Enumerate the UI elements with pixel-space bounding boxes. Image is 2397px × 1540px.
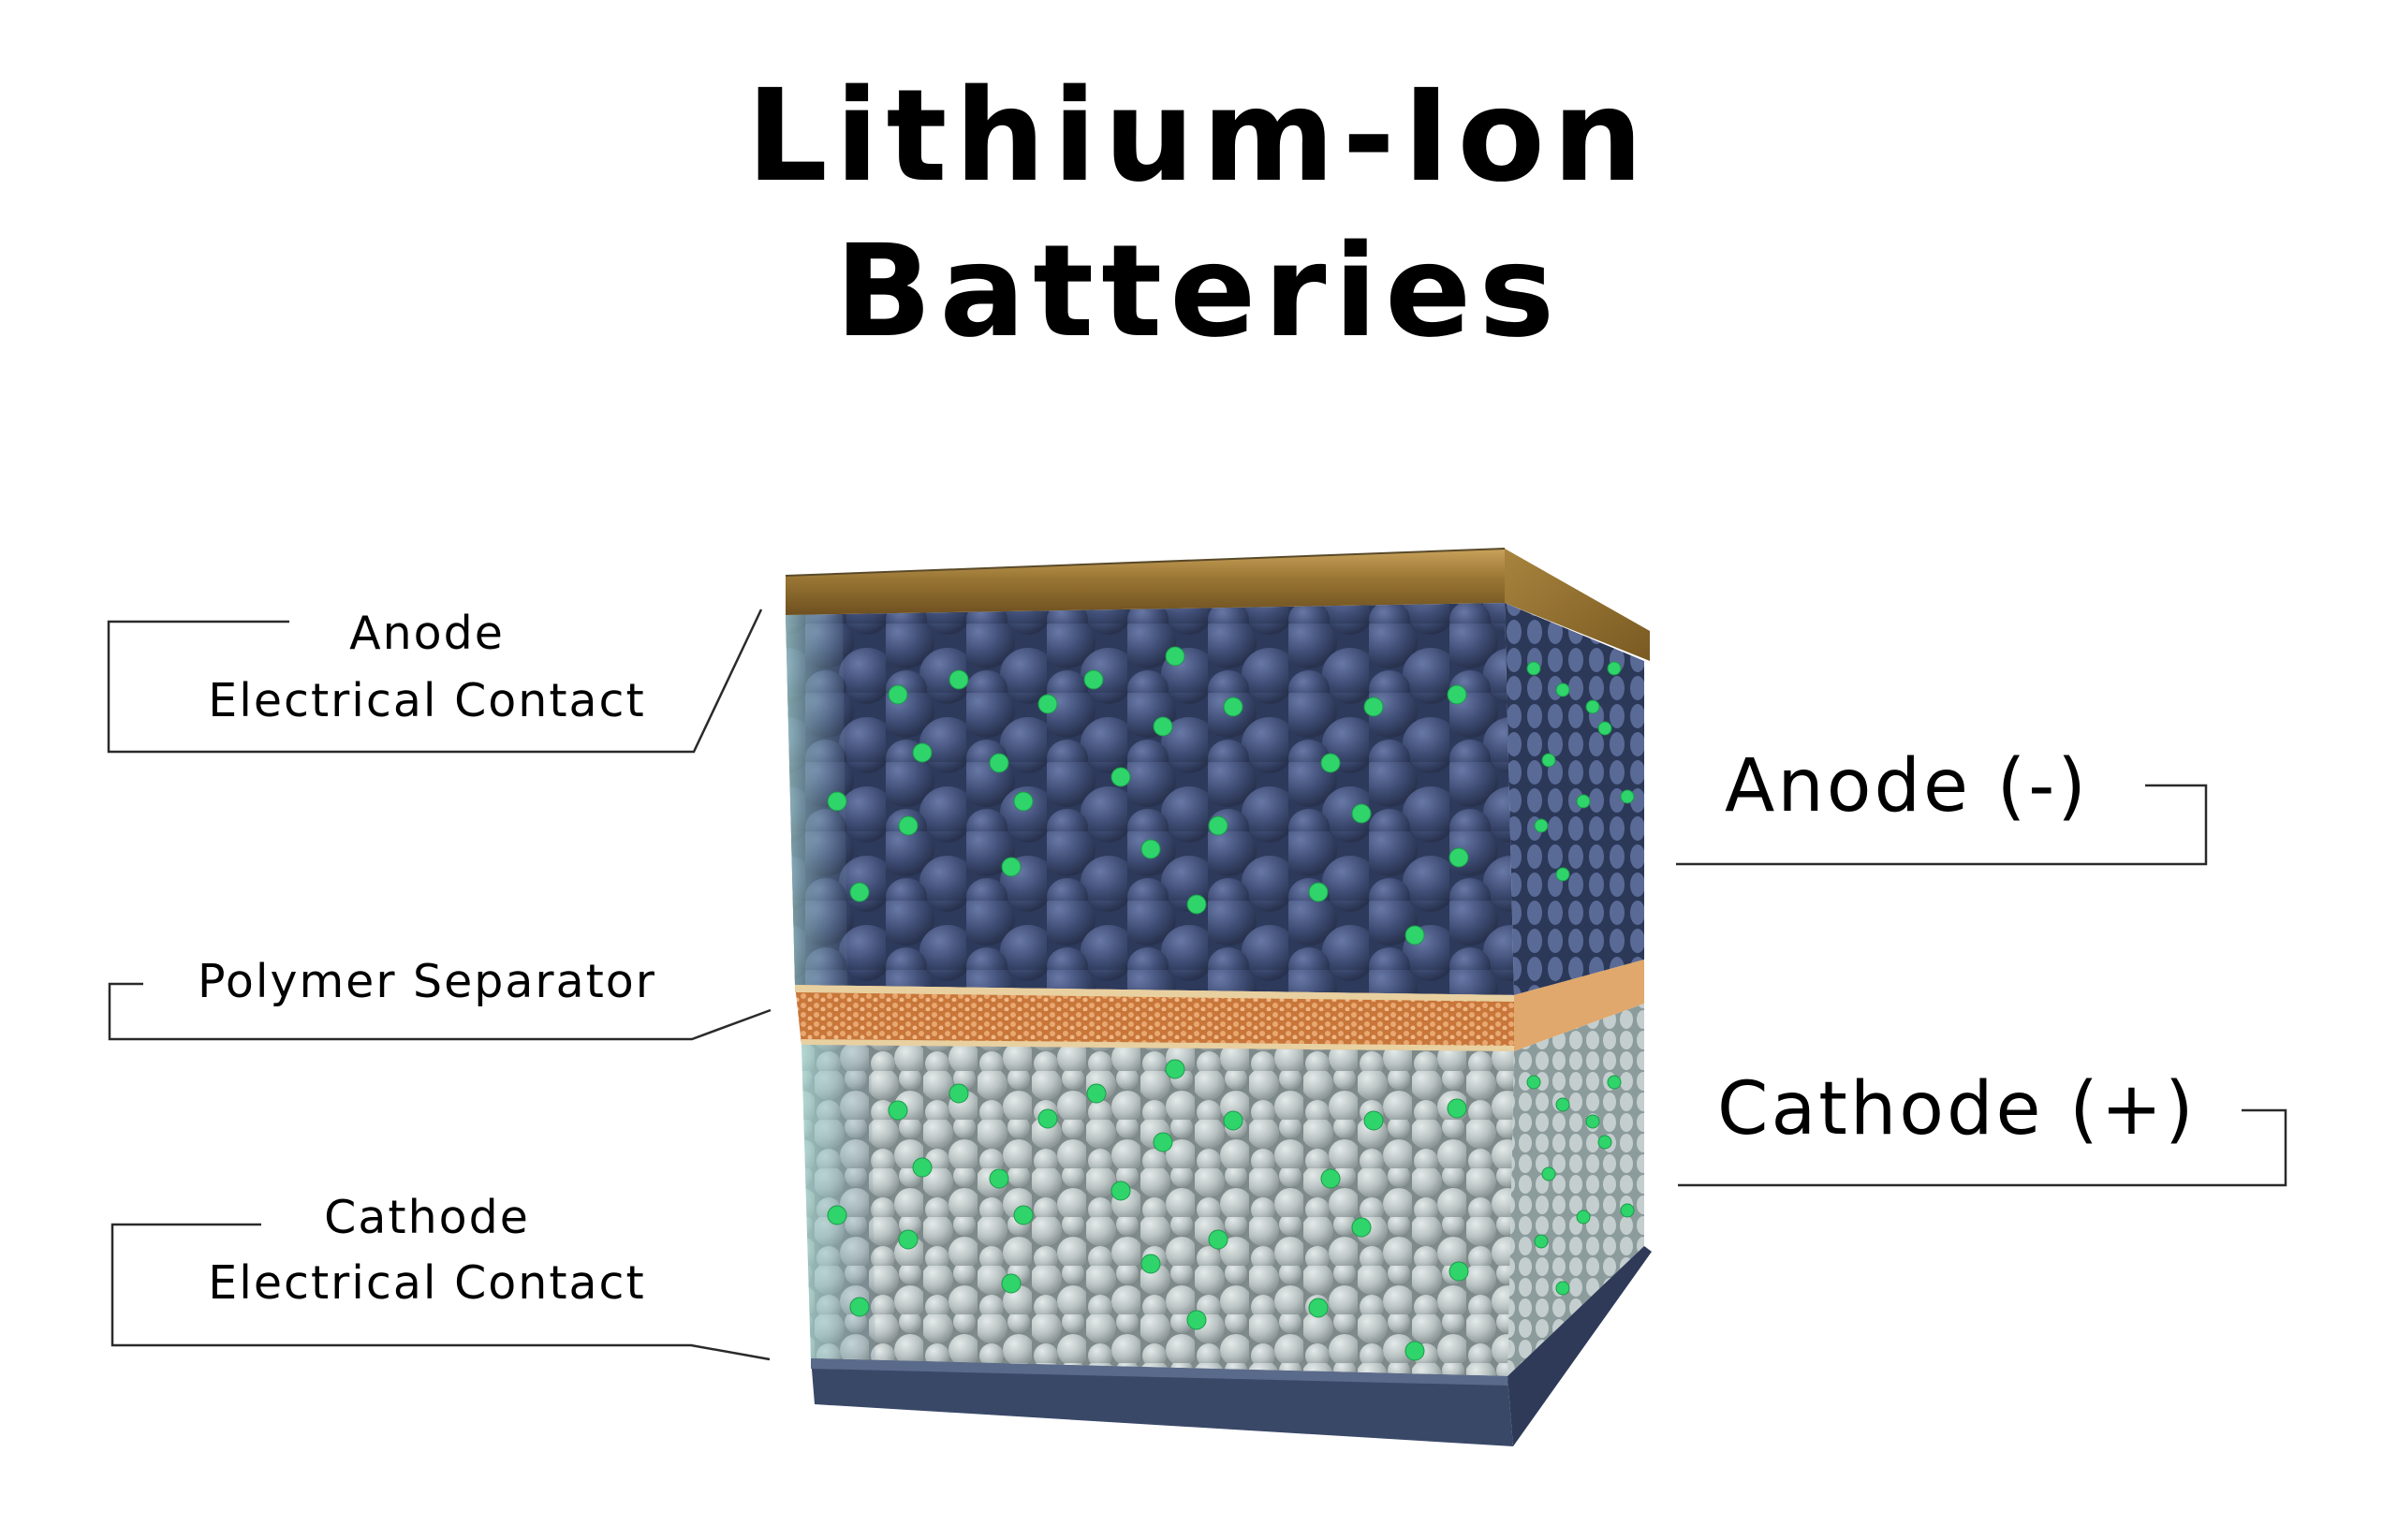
lithium-ion-dot (1448, 1261, 1469, 1282)
cathode-contact-label-line2: Electrical Contact (208, 1256, 646, 1310)
cathode-leader (1678, 1108, 2287, 1187)
separator-side-face (1514, 960, 1644, 1051)
cathode-front-face (801, 1045, 1514, 1376)
lithium-ions (827, 646, 1635, 1361)
lithium-ion-dot (1037, 1108, 1058, 1129)
lithium-ion-dot (1555, 1097, 1570, 1112)
lithium-ion-dot (1351, 1217, 1372, 1238)
lithium-ion-dot (1186, 1310, 1207, 1330)
lithium-ion-dot (1404, 1341, 1425, 1361)
lithium-ion-dot (1620, 789, 1635, 804)
lithium-ion-dot (1404, 925, 1425, 946)
lithium-ion-dot (1620, 1203, 1635, 1218)
lithium-ion-dot (1585, 1114, 1600, 1129)
anode-side-face (1505, 603, 1644, 995)
lithium-ion-dot (888, 684, 908, 705)
cathode-contact-leader (110, 1223, 771, 1361)
lithium-ion-dot (1140, 839, 1161, 859)
cathode-label: Cathode (+) (1717, 1067, 2197, 1151)
lithium-ion-dot (1447, 684, 1467, 705)
lithium-ion-dot (1541, 753, 1556, 768)
lithium-ion-dot (1165, 646, 1185, 667)
lithium-ion-dot (1013, 791, 1034, 812)
lithium-ion-dot (1555, 867, 1570, 882)
lithium-ion-dot (1363, 697, 1384, 717)
lithium-ion-dot (949, 669, 969, 690)
lithium-ion-dot (1526, 661, 1541, 676)
anode-leader (1676, 784, 2208, 866)
lithium-ion-dot (1223, 697, 1243, 717)
lithium-ion-dot (1576, 1210, 1591, 1225)
lithium-ion-dot (1534, 818, 1549, 833)
cathode-contact-label-line1: Cathode (324, 1191, 530, 1244)
lithium-ion-dot (1153, 1132, 1173, 1152)
lithium-ion-dot (1447, 1098, 1467, 1119)
top-contact-side (1505, 549, 1650, 661)
lithium-ion-dot (1308, 1298, 1329, 1318)
lithium-ion-dot (1526, 1075, 1541, 1090)
lithium-ion-dot (1083, 669, 1104, 690)
top-contact-front (786, 549, 1505, 615)
lithium-ion-dot (898, 1229, 919, 1250)
leader-lines (107, 609, 2287, 1361)
separator-front-face (795, 985, 1514, 1051)
lithium-ion-dot (1607, 1075, 1622, 1090)
cathode-side-face (1507, 1004, 1644, 1376)
lithium-ion-dot (1308, 882, 1329, 902)
lithium-ion-dot (888, 1100, 908, 1121)
lithium-ion-dot (1534, 1234, 1549, 1249)
lithium-ion-dot (1555, 682, 1570, 697)
lithium-ion-dot (989, 1168, 1009, 1189)
lithium-ion-dot (1607, 661, 1622, 676)
lithium-ion-dot (1208, 815, 1228, 836)
lithium-ion-dot (827, 1205, 847, 1225)
anode-contact-label-line1: Anode (349, 607, 505, 660)
lithium-ion-dot (898, 815, 919, 836)
title-line-2: Batteries (834, 218, 1563, 366)
lithium-ion-dot (1110, 767, 1131, 787)
lithium-ion-dot (1140, 1254, 1161, 1274)
anode-label: Anode (-) (1725, 744, 2089, 829)
lithium-ion-dot (1013, 1205, 1034, 1225)
lithium-ion-dot (1001, 1273, 1022, 1294)
lithium-ion-dot (1186, 894, 1207, 915)
lithium-ion-dot (1165, 1059, 1185, 1079)
lithium-ion-dot (1037, 694, 1058, 714)
lithium-ion-dot (849, 1297, 870, 1317)
lithium-ion-dot (1363, 1110, 1384, 1131)
anode-contact-label-line2: Electrical Contact (208, 674, 646, 727)
lithium-ion-dot (989, 753, 1009, 773)
lithium-ion-dot (1541, 1166, 1556, 1181)
lithium-ion-dot (1153, 716, 1173, 737)
bottom-contact-side (1507, 1246, 1652, 1446)
lithium-ion-dot (1208, 1229, 1228, 1250)
lithium-ion-dot (912, 742, 933, 763)
lithium-ion-dot (1597, 1135, 1612, 1150)
anode-contact-leader (107, 609, 763, 754)
anode-front-face (786, 603, 1514, 995)
lithium-ion-dot (949, 1083, 969, 1104)
lithium-ion-dot (1597, 721, 1612, 736)
separator-label: Polymer Separator (198, 955, 656, 1008)
lithium-ion-dot (1320, 1168, 1341, 1189)
lithium-ion-dot (1223, 1110, 1243, 1131)
lithium-ion-dot (1351, 803, 1372, 824)
lithium-ion-dot (1576, 794, 1591, 809)
lithium-ion-dot (1585, 699, 1600, 714)
separator-leader (108, 982, 772, 1041)
lithium-ion-dot (849, 882, 870, 902)
lithium-ion-dot (1320, 753, 1341, 773)
lithium-ion-dot (827, 791, 847, 812)
lithium-ion-dot (1555, 1281, 1570, 1296)
lithium-ion-dot (1448, 847, 1469, 868)
lithium-ion-dot (1086, 1083, 1107, 1104)
lithium-ion-dot (1001, 857, 1022, 877)
title-line-1: Lithium-Ion (746, 63, 1651, 211)
lithium-ion-dot (1110, 1181, 1131, 1201)
lithium-ion-dot (912, 1157, 933, 1178)
